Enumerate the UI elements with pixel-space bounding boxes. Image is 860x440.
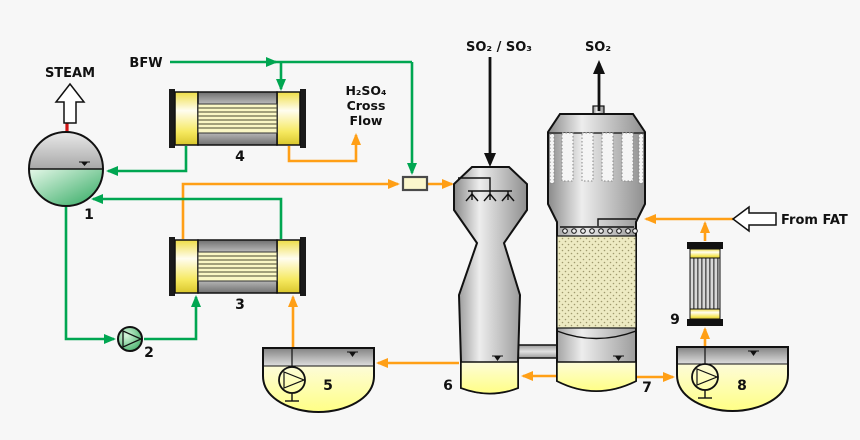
tank-liquid — [677, 364, 788, 411]
pump-triangle-icon — [122, 329, 143, 349]
level-marker-icon — [748, 350, 759, 356]
water-stream-lines — [64, 57, 417, 344]
level-marker-icon — [613, 355, 624, 361]
tube-lines — [198, 255, 277, 277]
equipment-number-7: 7 — [642, 380, 652, 396]
label-h2so4-crossflow-1: H₂SO₄ — [345, 83, 386, 98]
equipment-number-3: 3 — [235, 297, 245, 313]
submerged-pump-icon — [278, 366, 306, 402]
submerged-pump-icon — [691, 363, 719, 399]
packed-bed — [556, 235, 637, 329]
filter-yellow-band — [689, 308, 721, 320]
label-so2-so3: SO₂ / SO₃ — [466, 40, 532, 55]
spray-nozzle-icon — [483, 191, 497, 202]
equipment-number-2: 2 — [144, 345, 154, 361]
circulation-pump — [117, 326, 143, 352]
equipment-number-4: 4 — [235, 149, 245, 165]
channel-head — [276, 239, 301, 294]
bed-support-dish — [556, 330, 637, 340]
drum-liquid — [29, 169, 103, 206]
label-h2so4-crossflow-2: Cross — [347, 98, 386, 113]
flange — [169, 237, 175, 296]
equipment-number-9: 9 — [670, 312, 680, 328]
pump-tank-left — [262, 347, 375, 414]
venturi-liquid — [460, 361, 519, 395]
pump-tank-right — [676, 346, 789, 413]
label-from-fat: From FAT — [781, 213, 848, 228]
heat-exchanger-lower — [169, 237, 306, 296]
spray-nozzle-icon — [465, 191, 479, 202]
steam-drum — [28, 131, 104, 207]
filter-element — [689, 257, 721, 310]
tank-rim — [263, 348, 374, 366]
equipment-number-8: 8 — [737, 378, 747, 394]
steam-outlet-arrow-icon — [54, 82, 86, 124]
from-fat-arrow-icon — [731, 205, 777, 233]
label-bfw: BFW — [129, 56, 162, 71]
level-marker-icon — [492, 355, 503, 361]
pump-body — [117, 326, 143, 352]
channel-head — [174, 239, 199, 294]
label-h2so4-crossflow-3: Flow — [350, 113, 383, 128]
tank-outline — [676, 346, 789, 413]
channel-head — [276, 91, 301, 146]
absorber-distributor — [560, 218, 636, 228]
absorber-liquid — [556, 361, 637, 392]
tank-rim — [677, 347, 788, 364]
mixer-fitting — [401, 175, 429, 192]
line-drum-to-pump — [64, 207, 116, 344]
equipment-number-6: 6 — [443, 378, 453, 394]
line-exch3-to-mixer — [181, 179, 400, 239]
gas-lines — [484, 57, 605, 167]
diagram-labels: STEAM BFW H₂SO₄ Cross Flow SO₂ / SO₃ SO₂… — [45, 40, 848, 396]
distributor-nozzles — [562, 228, 638, 234]
label-steam: STEAM — [45, 66, 95, 81]
venturi-body — [453, 166, 528, 395]
equipment-number-1: 1 — [84, 207, 94, 223]
tank-outline — [262, 347, 375, 414]
line-exch3-to-drum — [91, 194, 283, 239]
heat-exchanger-upper — [169, 89, 306, 148]
flange — [169, 89, 175, 148]
equipment-number-5: 5 — [323, 378, 333, 394]
absorption-tower — [547, 105, 646, 392]
acid-stream-lines — [181, 133, 733, 382]
candle-filter-slots — [549, 132, 644, 184]
line-exch4-to-drum — [106, 146, 188, 176]
filter-cap — [687, 319, 723, 326]
venturi-spray-manifold — [458, 177, 515, 202]
tube-lines — [198, 107, 277, 129]
level-marker-icon — [347, 351, 358, 357]
channel-head — [174, 91, 199, 146]
level-marker-icon — [79, 161, 90, 166]
label-so2: SO₂ — [585, 40, 611, 55]
venturi-tower — [453, 166, 528, 395]
spray-nozzle-icon — [501, 191, 515, 202]
filter-cap — [687, 242, 723, 249]
filter-yellow-band — [689, 248, 721, 259]
line-pump-to-exch3 — [144, 295, 201, 341]
flange — [300, 89, 306, 148]
line-crossflow-takeoff — [287, 133, 361, 163]
drum-vapor-space — [29, 132, 103, 169]
candle-filter — [687, 242, 723, 326]
flange — [300, 237, 306, 296]
